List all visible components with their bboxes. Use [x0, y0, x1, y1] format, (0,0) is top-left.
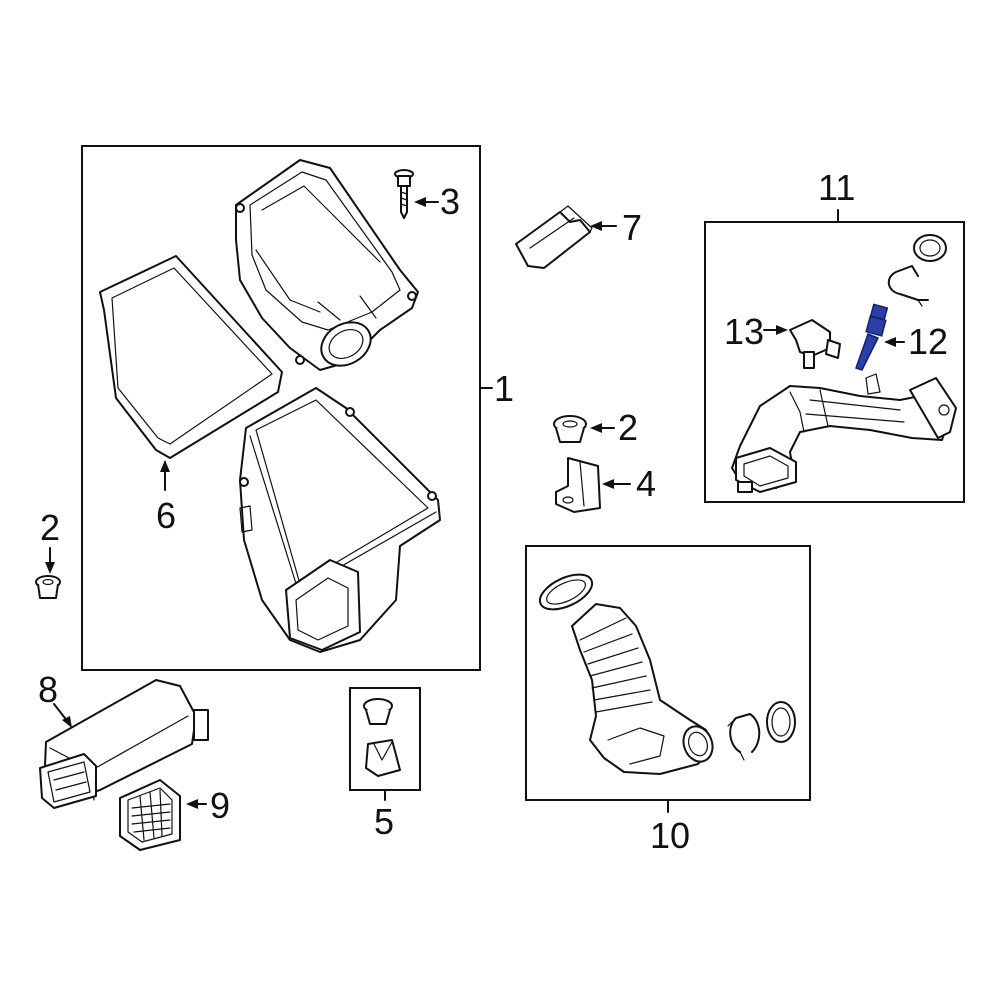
callout-9[interactable]: 9	[210, 785, 230, 826]
mount-grommet[interactable]	[363, 698, 393, 725]
callout-7[interactable]: 7	[622, 207, 642, 248]
temperature-sensor-highlighted[interactable]	[855, 303, 889, 371]
pipe-clip[interactable]	[887, 265, 929, 307]
intake-hose[interactable]	[571, 603, 717, 775]
bolt[interactable]	[394, 169, 414, 219]
callout-8[interactable]: 8	[38, 669, 58, 710]
grommet-right[interactable]	[553, 415, 587, 443]
intake-duct[interactable]	[39, 679, 209, 809]
callout-4[interactable]: 4	[636, 463, 656, 504]
air-box-cover[interactable]	[235, 159, 419, 374]
callout-3[interactable]: 3	[440, 181, 460, 222]
callout-10[interactable]: 10	[650, 815, 690, 856]
callout-1[interactable]: 1	[494, 368, 514, 409]
hose-ring-large[interactable]	[535, 567, 598, 616]
callout-6[interactable]: 6	[156, 495, 176, 536]
air-box-housing[interactable]	[239, 387, 441, 653]
grommet-left[interactable]	[35, 575, 61, 599]
callout-5[interactable]: 5	[374, 801, 394, 842]
bracket[interactable]	[555, 457, 601, 513]
group-box-11	[704, 221, 965, 503]
pipe-ring[interactable]	[913, 234, 947, 262]
mount-clip[interactable]	[365, 739, 401, 777]
outlet-pipe[interactable]	[731, 373, 957, 493]
intake-grille[interactable]	[119, 779, 181, 851]
callout-12[interactable]: 12	[908, 321, 948, 362]
hose-ring-small[interactable]	[766, 701, 796, 743]
callout-11[interactable]: 11	[818, 167, 855, 208]
mass-air-flow-sensor[interactable]	[515, 205, 593, 269]
callout-2-left[interactable]: 2	[40, 507, 60, 548]
air-filter-element[interactable]	[99, 255, 283, 459]
pressure-sensor[interactable]	[789, 319, 841, 369]
hose-clamp[interactable]	[727, 713, 761, 761]
callout-2-right[interactable]: 2	[618, 407, 638, 448]
group-box-1	[81, 145, 481, 671]
callout-13[interactable]: 13	[724, 311, 764, 352]
